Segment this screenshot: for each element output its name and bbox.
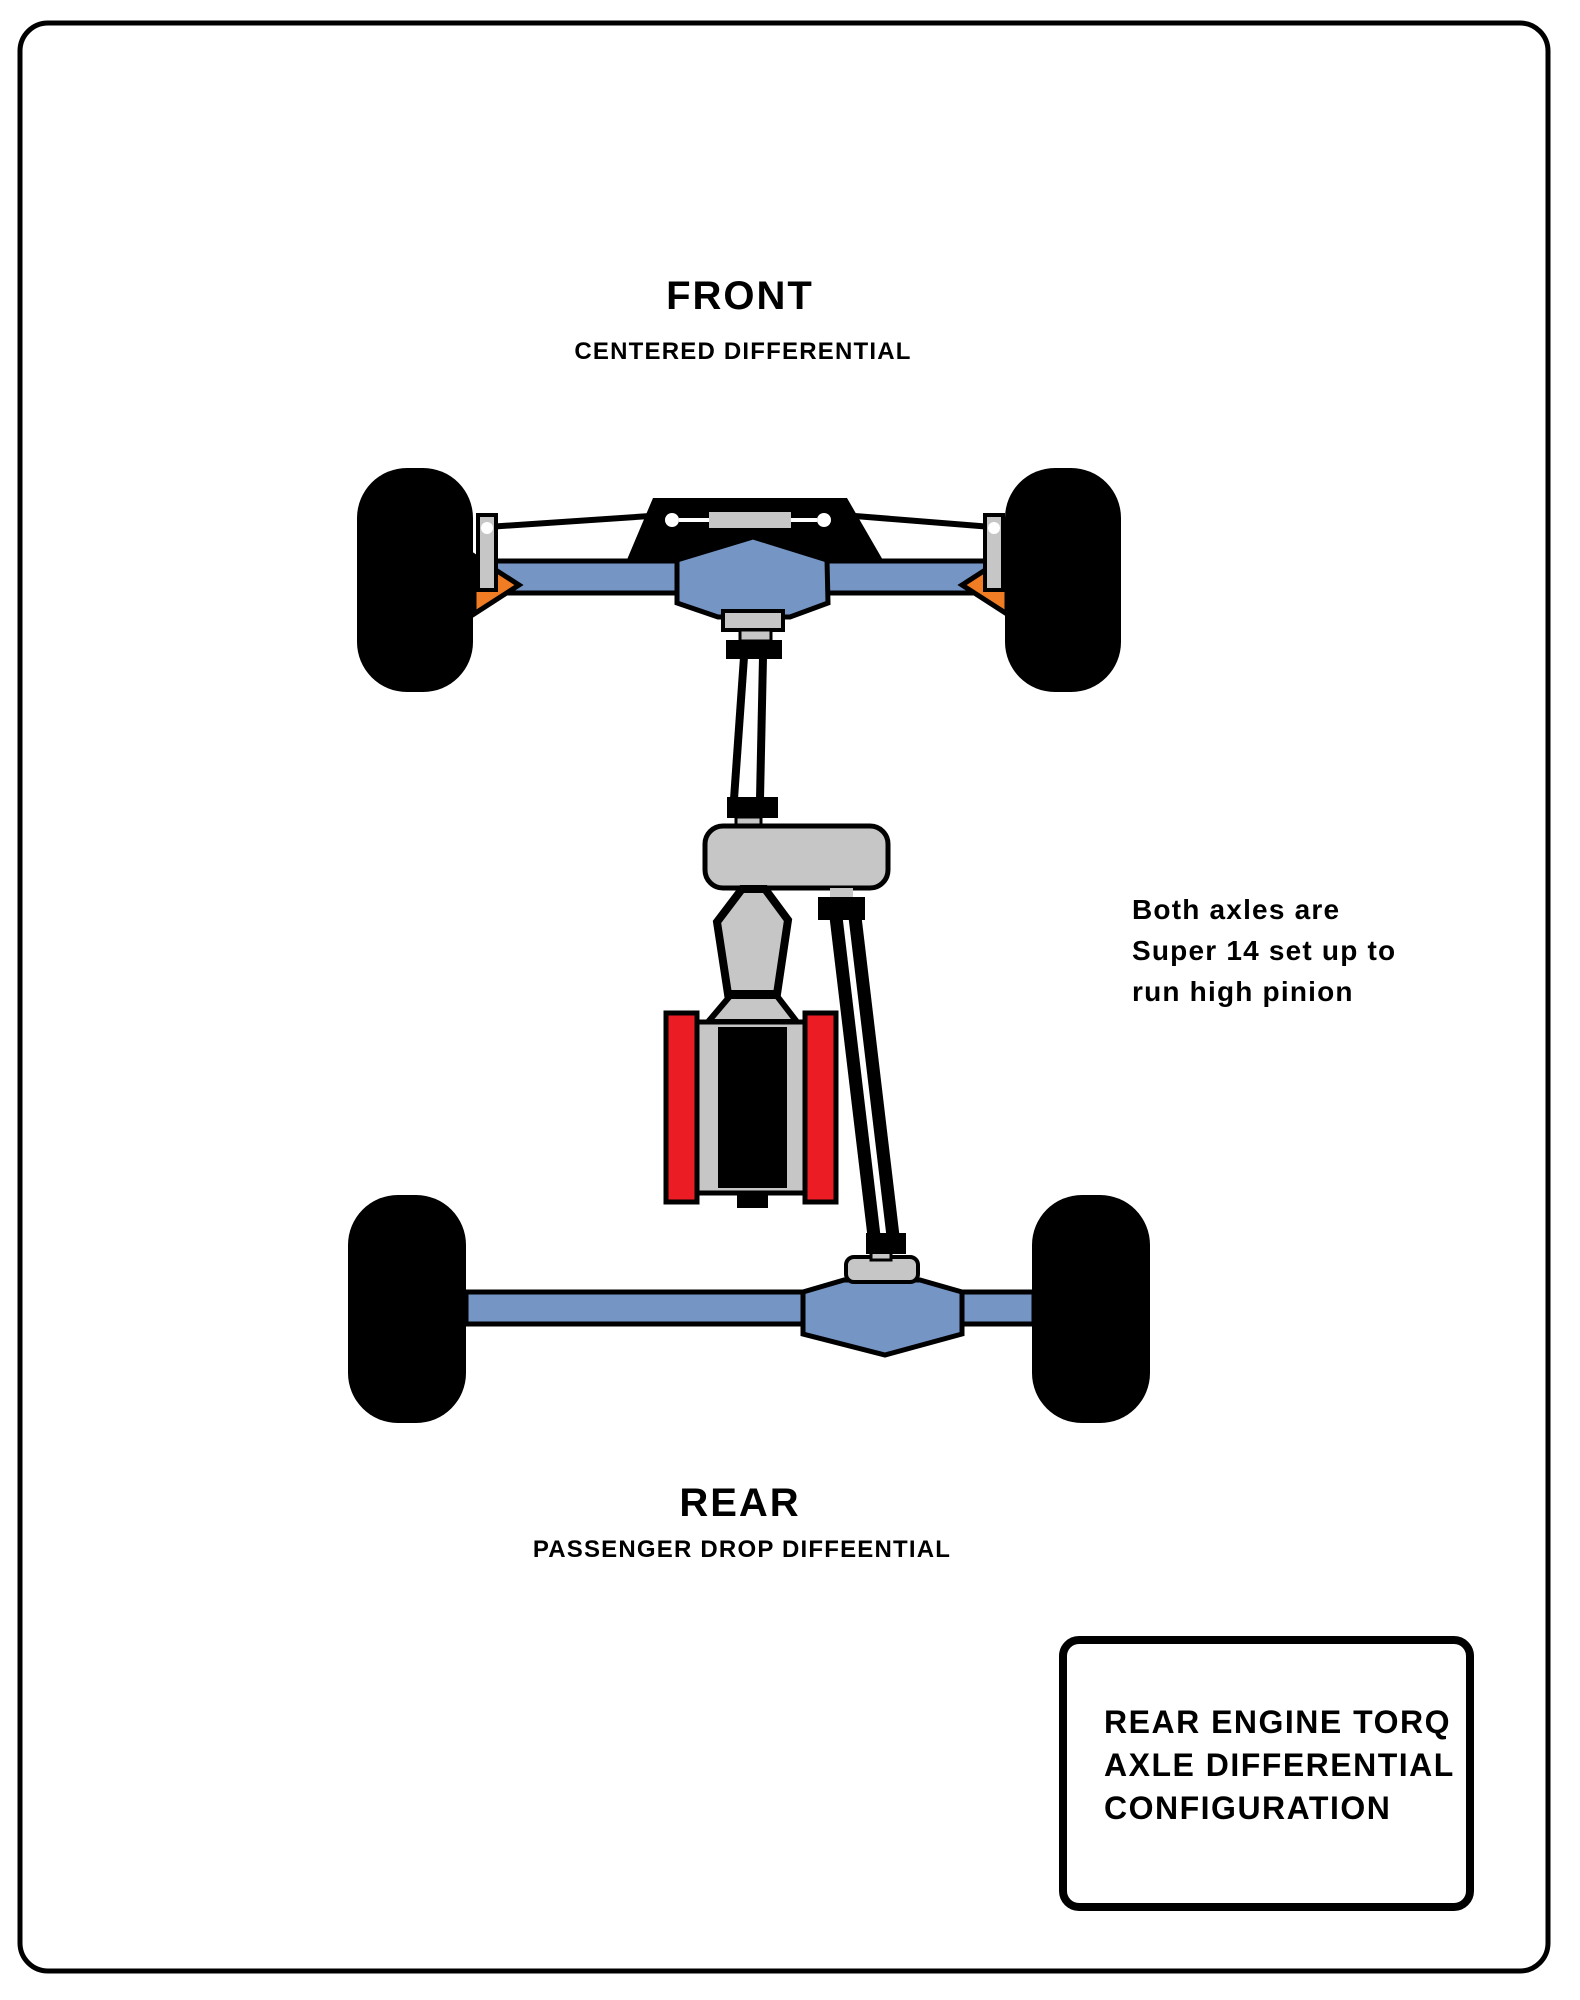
transfer-case-assembly bbox=[702, 823, 891, 920]
rear-driveshaft-right-edge bbox=[848, 916, 900, 1237]
front-u-joint-upper bbox=[726, 640, 782, 659]
knuckle-right bbox=[983, 513, 1005, 592]
front-title: FRONT bbox=[666, 274, 814, 318]
front-pinion-yoke bbox=[738, 628, 773, 643]
truss-pivot-right bbox=[817, 513, 831, 527]
tie-rod-left bbox=[484, 513, 653, 530]
steering-truss bbox=[626, 498, 884, 562]
tie-rod-right bbox=[852, 513, 995, 530]
front-axle-assembly bbox=[357, 468, 1121, 692]
rear-right-wheel bbox=[1032, 1195, 1150, 1423]
rear-u-joint-upper bbox=[818, 897, 865, 920]
axle-note: Both axles are Super 14 set up to run hi… bbox=[1132, 894, 1396, 1007]
transfer-case bbox=[702, 823, 891, 891]
axle-note-line1: Both axles are bbox=[1132, 894, 1340, 925]
caption-line3: CONFIGURATION bbox=[1104, 1790, 1391, 1826]
rear-differential bbox=[800, 1277, 965, 1358]
engine-valve-cover-left bbox=[663, 1010, 700, 1205]
front-driveshaft-right-edge bbox=[756, 656, 767, 800]
rear-axle-assembly bbox=[348, 1195, 1150, 1423]
transfer-case-rear-yoke bbox=[830, 888, 853, 897]
front-u-joint-lower bbox=[727, 797, 778, 818]
engine-valve-cover-right bbox=[802, 1010, 839, 1205]
truss-pivot-left bbox=[665, 513, 679, 527]
caption-line2: AXLE DIFFERENTIAL bbox=[1104, 1747, 1455, 1783]
front-subtitle: CENTERED DIFFERENTIAL bbox=[574, 338, 911, 365]
front-pinion-housing bbox=[721, 609, 785, 632]
knuckle-left bbox=[476, 513, 498, 592]
drag-link bbox=[709, 512, 791, 528]
rear-subtitle: PASSENGER DROP DIFFEENTIAL bbox=[533, 1536, 951, 1563]
front-right-wheel bbox=[1005, 468, 1121, 692]
caption-box: REAR ENGINE TORQ AXLE DIFFERENTIAL CONFI… bbox=[1059, 1636, 1474, 1911]
front-left-wheel bbox=[357, 468, 473, 692]
rear-title: REAR bbox=[679, 1481, 800, 1525]
axle-note-line3: run high pinion bbox=[1132, 976, 1354, 1007]
axle-note-line2: Super 14 set up to bbox=[1132, 935, 1396, 966]
kingpin-left bbox=[481, 522, 493, 534]
rear-left-wheel bbox=[348, 1195, 466, 1423]
engine-crank-snout bbox=[737, 1193, 768, 1208]
rear-driveshaft-left-edge bbox=[829, 916, 881, 1237]
rear-driveshaft bbox=[829, 916, 906, 1254]
front-driveshaft-left-edge bbox=[730, 656, 748, 800]
kingpin-right bbox=[988, 522, 1000, 534]
front-driveshaft bbox=[727, 656, 778, 830]
transmission-bellhousing bbox=[712, 885, 793, 998]
caption-box-border bbox=[1059, 1636, 1474, 1911]
caption-line1: REAR ENGINE TORQ bbox=[1104, 1704, 1451, 1740]
engine-intake bbox=[718, 1027, 787, 1188]
engine-assembly bbox=[663, 885, 839, 1208]
rear-u-joint-lower bbox=[866, 1233, 906, 1254]
